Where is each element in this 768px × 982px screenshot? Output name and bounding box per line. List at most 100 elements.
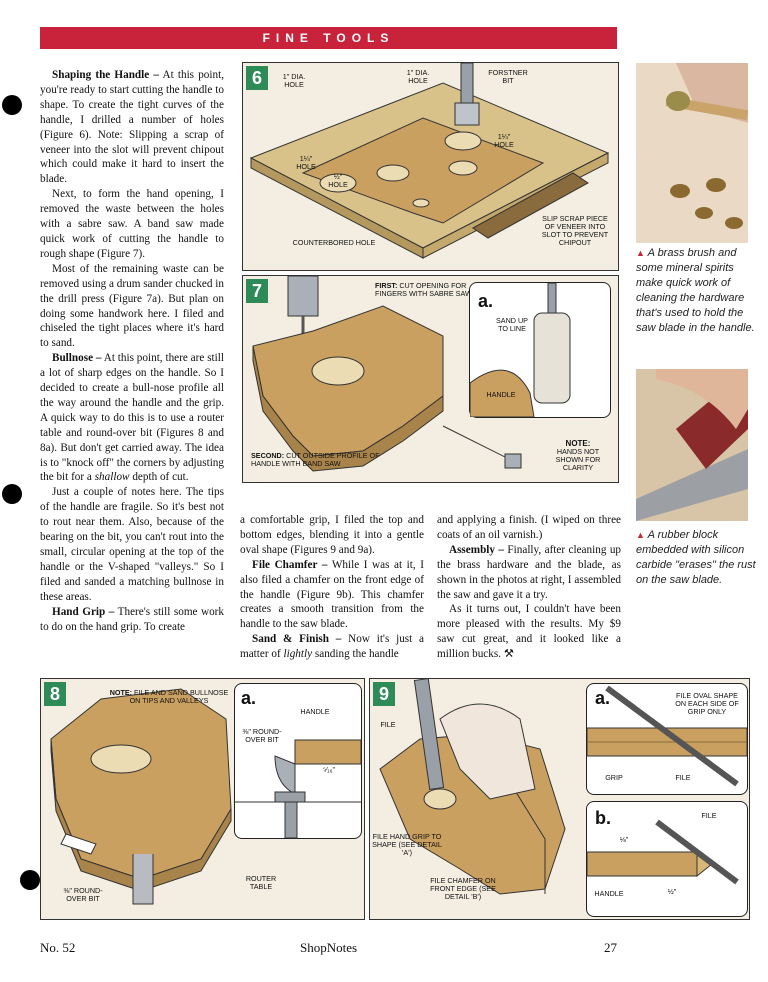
- caption-triangle-icon: ▲: [636, 530, 645, 540]
- inset-letter: a.: [478, 291, 494, 311]
- subhead-shaping: Shaping the Handle –: [52, 69, 159, 81]
- callout-file: FILE: [380, 720, 396, 729]
- subhead-file-chamfer: File Chamfer –: [252, 558, 328, 571]
- callout-1-25in-hole-left: 1¼" HOLE: [296, 154, 316, 171]
- figure-6-illustration: [249, 63, 610, 259]
- subhead-sand-finish: Sand & Finish –: [252, 633, 342, 646]
- callout-text: CUT OUTSIDE PROFILE OF HANDLE WITH BAND …: [251, 451, 380, 468]
- callout-file: FILE: [701, 811, 717, 820]
- note-text: FILE AND SAND BULLNOSE ON TIPS AND VALLE…: [129, 688, 229, 705]
- callout-file: FILE: [675, 773, 691, 782]
- end-mark-icon: ⚒: [503, 647, 514, 661]
- caption-text: A rubber block embedded with silicon car…: [636, 529, 756, 586]
- figure-8-router: 8 NOTE: FILE AND SAND BULLNOSE ON TIPS A…: [40, 678, 365, 920]
- callout-forstner-bit: FORSTNER BIT: [488, 68, 528, 85]
- paragraph: At this point, there are still a lot of …: [40, 352, 224, 484]
- caption-text: A brass brush and some mineral spirits m…: [636, 247, 755, 334]
- callout-step-label: SECOND:: [251, 451, 285, 460]
- dimension-chamfer-length: ½": [667, 887, 677, 896]
- drum-sander-illustration: [470, 283, 571, 417]
- note-hands-not-shown: NOTE:HANDS NOT SHOWN FOR CLARITY: [543, 440, 613, 472]
- article-column-1: Shaping the Handle – At this point, you'…: [40, 68, 224, 634]
- callout-sand-to-line: SAND UP TO LINE: [496, 316, 528, 333]
- callout-round-over-bit: ⅜" ROUND-OVER BIT: [63, 886, 103, 903]
- callout-1in-hole-left: 1" DIA. HOLE: [282, 72, 306, 89]
- note-label: NOTE:: [109, 688, 133, 697]
- figure-8a-inset: a. HANDLE ⅜" ROUND-OVER BIT ⁵⁄₁₆": [234, 683, 362, 839]
- paragraph: Now it's just a matter of: [240, 633, 425, 661]
- callout-round-over-bit-detail: ⅜" ROUND-OVER BIT: [242, 727, 282, 744]
- inset-letter: a.: [241, 688, 257, 708]
- subhead-assembly: Assembly –: [449, 543, 505, 556]
- footer-issue: No. 52: [40, 940, 76, 955]
- callout-handle: HANDLE: [486, 390, 516, 399]
- rubber-block-image: [636, 369, 748, 521]
- paragraph: Next, to form the hand opening, I remove…: [40, 188, 224, 260]
- paragraph: Finally, after cleaning up the brass har…: [437, 543, 622, 601]
- binder-hole-middle: [2, 484, 22, 504]
- photo-rubber-block: [636, 369, 748, 521]
- subhead-bullnose: Bullnose –: [52, 352, 102, 365]
- callout-text: CUT OPENING FOR FINGERS WITH SABRE SAW: [375, 281, 472, 298]
- inset-letter: b.: [595, 808, 611, 828]
- figure-9-illustration: [379, 679, 566, 895]
- paragraph: Just a couple of notes here. The tips of…: [40, 486, 224, 603]
- callout-first-cut: FIRST: CUT OPENING FOR FINGERS WITH SABR…: [375, 282, 475, 298]
- dimension-chamfer-depth: ⅛": [619, 835, 629, 844]
- emphasis: lightly: [283, 648, 313, 661]
- footer-page-number: 27: [604, 940, 617, 955]
- callout-second-cut: SECOND: CUT OUTSIDE PROFILE OF HANDLE WI…: [251, 452, 381, 468]
- round-over-bit-illustration: [235, 739, 361, 838]
- callout-handle: HANDLE: [594, 889, 624, 898]
- inset-letter: a.: [595, 688, 611, 708]
- paragraph: and applying a finish. (I wiped on three…: [437, 514, 621, 541]
- grip-oval-illustration: [587, 685, 747, 787]
- emphasis: shallow: [94, 471, 130, 484]
- figure-6-drilling: 6 1" DIA. HOLE 1" DIA. HOLE FORSTNER BIT…: [242, 62, 619, 271]
- callout-grip: GRIP: [605, 773, 623, 782]
- note-file-oval: FILE OVAL SHAPE ON EACH SIDE OF GRIP ONL…: [675, 691, 739, 716]
- binder-hole-bottom: [20, 870, 40, 890]
- callout-counterbored-hole: COUNTERBORED HOLE: [292, 238, 376, 247]
- note-file-and-sand: NOTE: FILE AND SAND BULLNOSE ON TIPS AND…: [109, 689, 229, 705]
- figure-7-cutting: 7 FIRST: CUT OPENING FOR FINGERS WITH SA…: [242, 275, 619, 483]
- figure-number: 6: [246, 66, 268, 90]
- figure-number: 9: [373, 682, 395, 706]
- figure-9a-inset: a. FILE OVAL SHAPE ON EACH SIDE OF GRIP …: [586, 683, 748, 795]
- figure-9b-inset: b. FILE ⅛" HANDLE ½": [586, 801, 748, 917]
- note-text: HANDS NOT SHOWN FOR CLARITY: [555, 447, 601, 472]
- callout-file-chamfer: FILE CHAMFER ON FRONT EDGE (SEE DETAIL '…: [430, 876, 496, 901]
- figure-number: 7: [246, 279, 268, 303]
- note-label: NOTE:: [565, 439, 591, 448]
- paragraph: depth of cut.: [129, 471, 189, 484]
- figure-9-filing: 9 FILE FILE HAND GRIP TO SHAPE (SEE DETA…: [369, 678, 750, 920]
- paragraph: sanding the handle: [312, 648, 399, 661]
- callout-1-25in-hole-right: 1¼" HOLE: [494, 132, 514, 149]
- figure-number: 8: [44, 682, 66, 706]
- binder-hole-top: [2, 95, 22, 115]
- callout-veneer-scrap: SLIP SCRAP PIECE OF VENEER INTO SLOT TO …: [541, 214, 609, 247]
- photo-brass-brush: [636, 63, 748, 243]
- brass-brush-image: [665, 63, 748, 229]
- subhead-hand-grip: Hand Grip –: [52, 605, 115, 618]
- paragraph: As it turns out, I couldn't have been mo…: [437, 603, 621, 661]
- paragraph: While I was at it, I also filed a chamfe…: [240, 558, 425, 631]
- paragraph: a comfortable grip, I filed the top and …: [240, 514, 424, 556]
- callout-1in-hole-right: 1" DIA. HOLE: [406, 68, 430, 85]
- callout-step-label: FIRST:: [375, 281, 398, 290]
- callout-router-table: ROUTER TABLE: [245, 874, 277, 891]
- section-header: FINE TOOLS: [40, 27, 617, 49]
- paragraph: Most of the remaining waste can be remov…: [40, 262, 224, 350]
- figure-7-illustration: [252, 276, 522, 472]
- article-column-2: a comfortable grip, I filed the top and …: [240, 513, 424, 662]
- caption-rubber-block: ▲ A rubber block embedded with silicon c…: [636, 528, 756, 588]
- section-title: FINE TOOLS: [262, 31, 395, 45]
- caption-brass-brush: ▲ A brass brush and some mineral spirits…: [636, 246, 756, 336]
- figure-8-illustration: [50, 688, 232, 905]
- dimension-bit-height: ⁵⁄₁₆": [322, 765, 336, 774]
- chamfer-illustration: [587, 819, 739, 885]
- callout-file-hand-grip: FILE HAND GRIP TO SHAPE (SEE DETAIL 'a'): [372, 832, 442, 857]
- callout-half-in-hole: ½" HOLE: [328, 172, 348, 189]
- paragraph: At this point, you're ready to start cut…: [40, 69, 224, 186]
- figure-7a-inset: a. SAND UP TO LINE HANDLE: [469, 282, 611, 418]
